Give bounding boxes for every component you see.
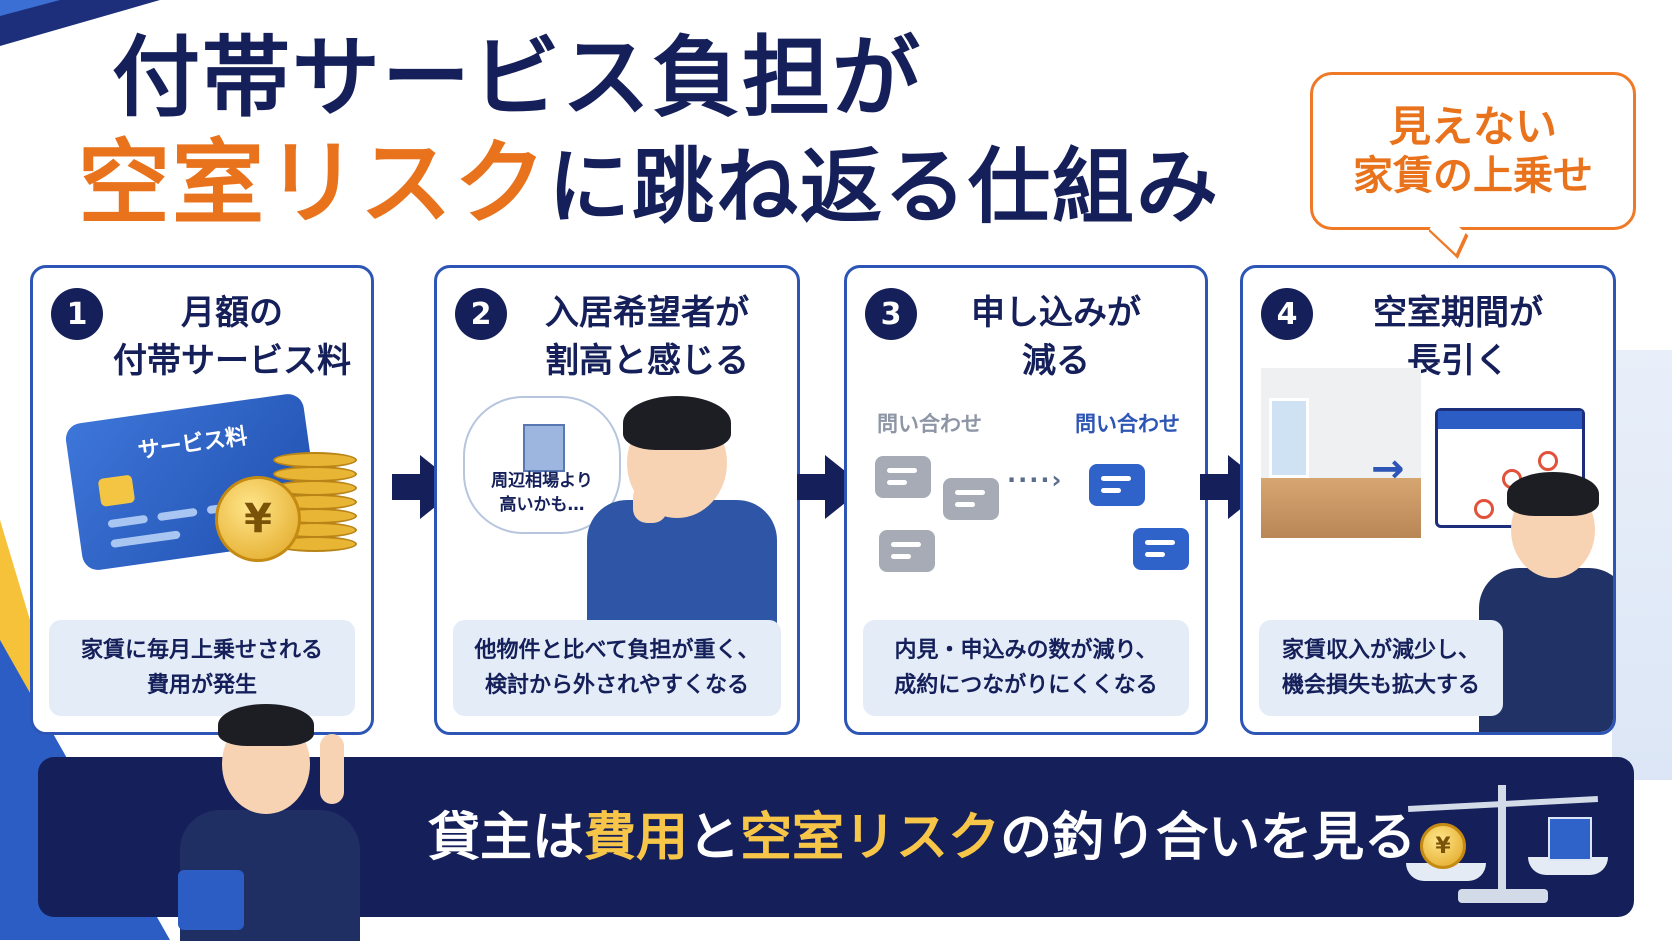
city-silhouette xyxy=(1612,350,1672,780)
callout-line-2: 家賃の上乗せ xyxy=(1353,153,1593,200)
step-desc-line-1: 家賃に毎月上乗せされる xyxy=(80,637,323,663)
building-icon xyxy=(1548,817,1592,861)
thought-text: 周辺相場より 高いかも… xyxy=(491,471,593,515)
step-desc-line-2: 機会損失も拡大する xyxy=(1281,673,1480,698)
step-title: 入居希望者が 割高と感じる xyxy=(507,290,787,385)
dotted-arrow-icon: ····› xyxy=(1007,466,1064,494)
step-title-line-2: 減る xyxy=(1022,340,1090,381)
step-title-line-2: 割高と感じる xyxy=(545,340,749,381)
conclusion-text: 貸主は費用と空室リスクの釣り合いを見る xyxy=(428,808,1417,868)
building-icon xyxy=(523,424,565,472)
step-title-line-1: 入居希望者が xyxy=(545,293,749,333)
title-line-2: 空室リスクに跳ね返る仕組み xyxy=(78,133,1220,234)
chat-bubble-icon xyxy=(879,530,935,572)
chat-bubble-icon xyxy=(1089,464,1145,506)
card-label: サービス料 xyxy=(136,424,249,465)
step-title: 月額の 付帯サービス料 xyxy=(103,290,361,385)
conclusion-highlight-cost: 費用 xyxy=(584,808,689,868)
chat-bubble-icon xyxy=(1133,528,1189,570)
coin-symbol: ¥ xyxy=(244,496,272,542)
card-chip xyxy=(97,474,136,507)
callout-line-1: 見えない xyxy=(1388,101,1557,151)
step-title-line-2: 長引く xyxy=(1407,340,1509,381)
step-desc-line-2: 費用が発生 xyxy=(146,673,257,698)
inquiry-label-before: 問い合わせ xyxy=(877,412,982,436)
empty-room-image xyxy=(1261,368,1421,538)
step-number: 1 xyxy=(51,288,103,340)
step-title-line-1: 空室期間が xyxy=(1373,293,1543,333)
conclusion-highlight-risk: 空室リスク xyxy=(740,808,1001,868)
step-desc-line-2: 成約につながりにくくなる xyxy=(894,673,1158,698)
callout-bubble: 見えない 家賃の上乗せ xyxy=(1310,72,1636,230)
step-description: 家賃収入が減少し、 機会損失も拡大する xyxy=(1259,620,1503,716)
arrow-right-icon: → xyxy=(1371,446,1405,492)
step-title-line-1: 月額の xyxy=(181,293,283,333)
chat-bubble-icon xyxy=(943,478,999,520)
step-title: 空室期間が 長引く xyxy=(1313,290,1603,385)
step-description: 他物件と比べて負担が重く、 検討から外されやすくなる xyxy=(453,620,781,716)
step-desc-line-1: 家賃収入が減少し、 xyxy=(1281,637,1480,663)
step-description: 家賃に毎月上乗せされる 費用が発生 xyxy=(49,620,355,716)
presenter-businessman-icon xyxy=(170,700,370,941)
title-rest: に跳ね返る仕組み xyxy=(548,140,1221,235)
title-line-1: 付帯サービス負担が xyxy=(112,26,923,129)
yen-coin-icon: ¥ xyxy=(215,476,301,562)
corner-decoration-accent xyxy=(0,0,60,16)
chat-bubble-icon xyxy=(875,456,931,498)
step-title-line-2: 付帯サービス料 xyxy=(113,340,351,381)
step-number: 3 xyxy=(865,288,917,340)
step-number: 4 xyxy=(1261,288,1313,340)
title-highlight: 空室リスク xyxy=(78,130,549,237)
step-description: 内見・申込みの数が減り、 成約につながりにくくなる xyxy=(863,620,1189,716)
step-desc-line-1: 内見・申込みの数が減り、 xyxy=(894,637,1158,663)
thought-bubble: 周辺相場より 高いかも… xyxy=(463,396,621,534)
clipboard-icon xyxy=(178,870,244,930)
pointing-hand-icon xyxy=(320,734,344,804)
step-card-3: 3 申し込みが 減る 問い合わせ 問い合わせ ····› 内見・申込みの数が減り… xyxy=(844,265,1208,735)
step-title: 申し込みが 減る xyxy=(917,290,1195,385)
step-card-1: 1 月額の 付帯サービス料 サービス料 ¥ 家賃に毎月上乗せされる 費用が発生 xyxy=(30,265,374,735)
step-number: 2 xyxy=(455,288,507,340)
yen-coin-icon: ¥ xyxy=(1420,823,1466,869)
inquiry-label-after: 問い合わせ xyxy=(1075,412,1180,436)
step-card-4: 4 空室期間が 長引く → 家賃収入が減少し、 機会損失も拡大する xyxy=(1240,265,1616,735)
balance-scale-icon: ¥ xyxy=(1398,777,1608,907)
step-card-2: 2 入居希望者が 割高と感じる 周辺相場より 高いかも… 他物件と比べて負担が重… xyxy=(434,265,800,735)
step-desc-line-1: 他物件と比べて負担が重く、 xyxy=(474,637,760,663)
step-desc-line-2: 検討から外されやすくなる xyxy=(484,673,749,698)
step-title-line-1: 申し込みが xyxy=(971,293,1141,333)
